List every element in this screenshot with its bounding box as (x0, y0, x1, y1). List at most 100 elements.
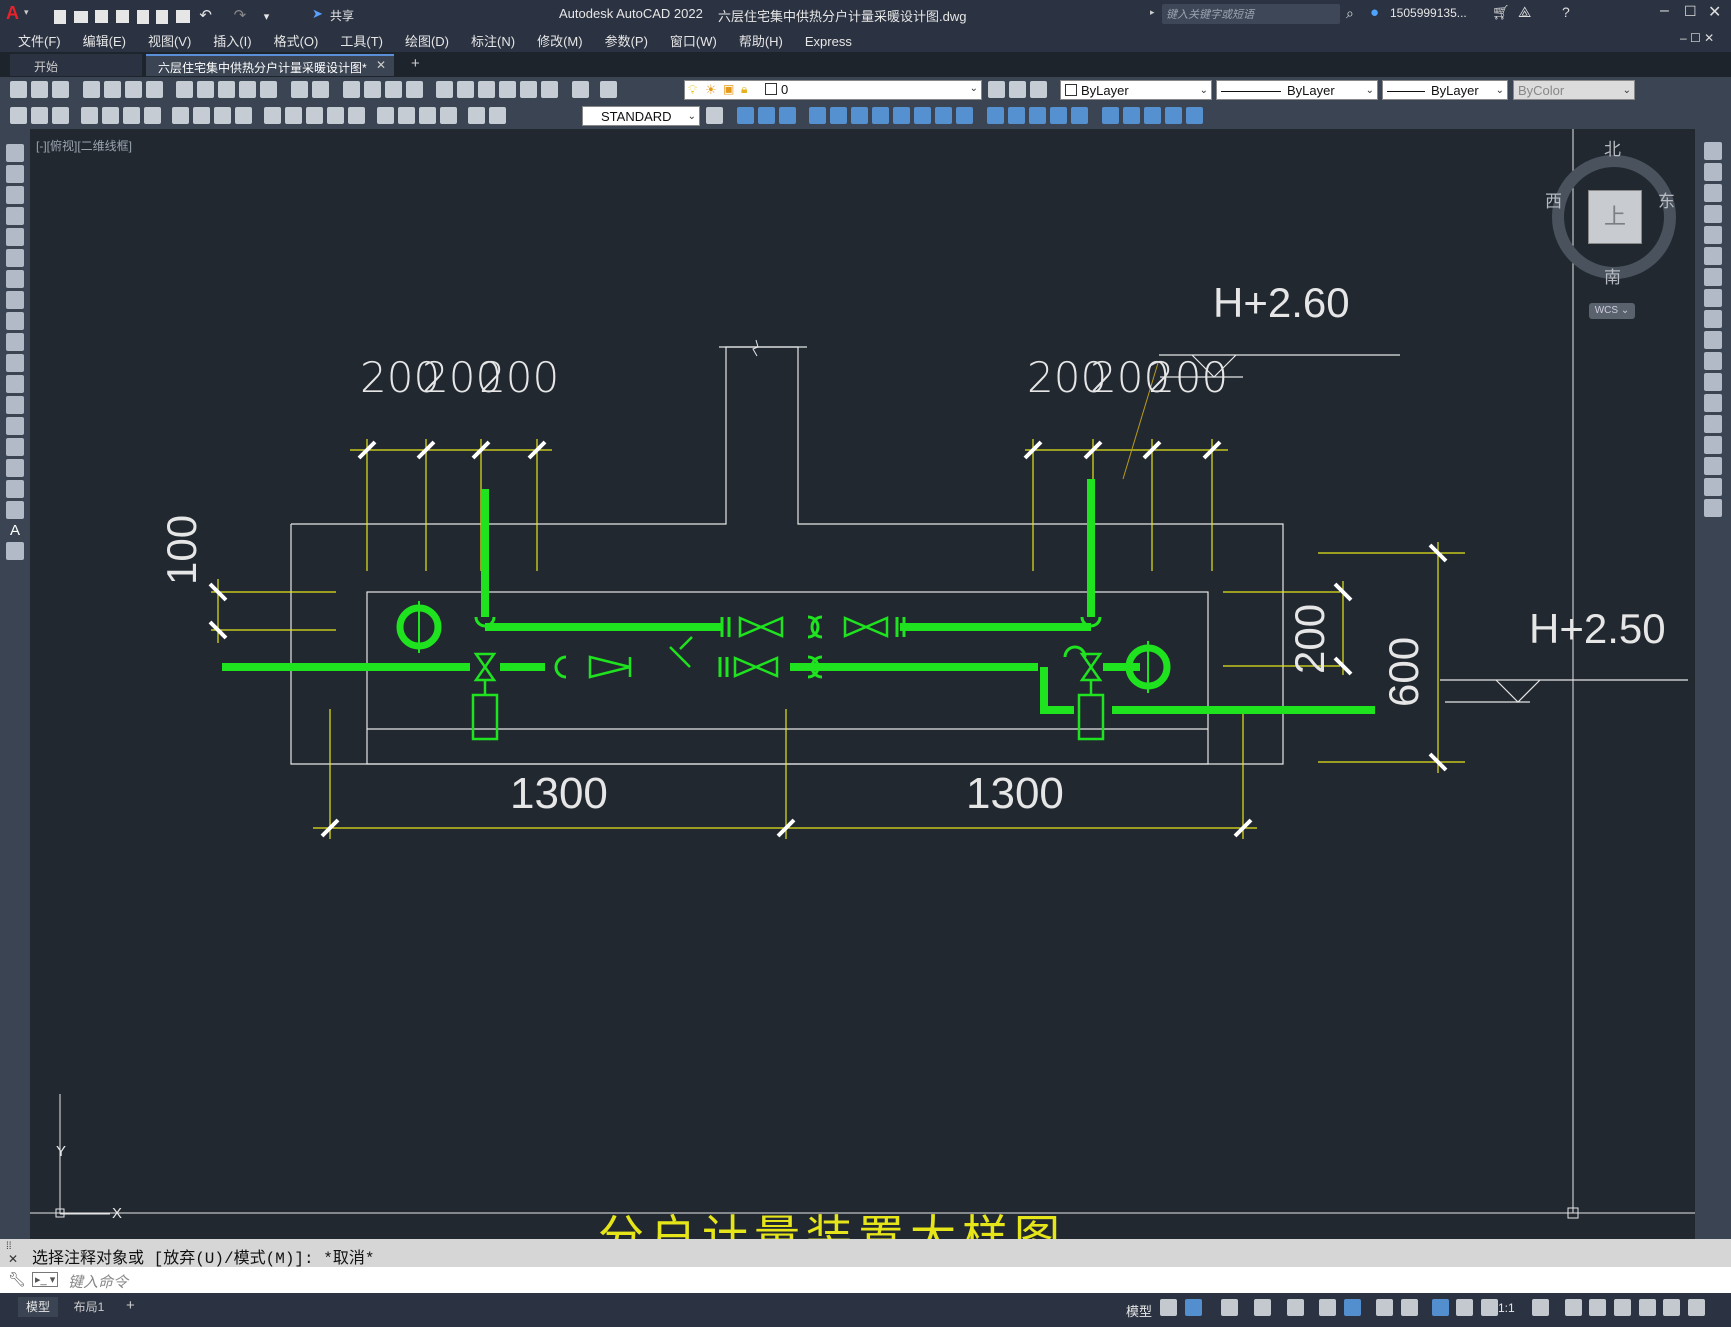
add-layout-button[interactable]: + (126, 1297, 135, 1314)
break-point-icon[interactable] (1704, 373, 1722, 391)
layer-lock-icon[interactable]: 🔒︎ (741, 82, 748, 96)
lineweight-dropdown-arrow-icon[interactable]: ⌄ (1495, 85, 1504, 96)
ortho-icon[interactable] (1221, 1299, 1239, 1317)
dimstyle-dropdown[interactable]: STANDARD⌄ (582, 106, 700, 126)
viewcube-north[interactable]: 北 (1604, 140, 1621, 159)
customize-icon[interactable]: ▾ (263, 11, 270, 23)
markup-icon[interactable] (520, 81, 538, 99)
publish-icon[interactable] (124, 81, 142, 99)
rotate-icon[interactable] (893, 107, 911, 125)
menu-item[interactable]: 窗口(W) (669, 34, 717, 49)
dimstyle-dropdown-arrow-icon[interactable]: ⌄ (687, 111, 696, 122)
hatch-icon[interactable] (6, 438, 24, 456)
spline-icon[interactable] (6, 312, 24, 330)
zoom-realtime-icon[interactable] (363, 81, 381, 99)
plotstyle-dropdown-arrow-icon[interactable]: ⌄ (1622, 85, 1631, 96)
trim-tool-icon[interactable] (1704, 331, 1722, 349)
viewcube-south[interactable]: 南 (1604, 268, 1621, 287)
menu-item[interactable]: Express (804, 34, 852, 49)
menu-item[interactable]: 编辑(E) (82, 34, 126, 49)
zoom-previous-icon[interactable] (405, 81, 423, 99)
region-icon[interactable] (6, 480, 24, 498)
scale-tool-icon[interactable] (1704, 289, 1722, 307)
polygon-icon[interactable] (6, 207, 24, 225)
save-as-icon[interactable] (115, 10, 129, 24)
command-close-icon[interactable]: ✕ (8, 1252, 19, 1266)
new-tab-button[interactable]: + (411, 55, 420, 72)
match-prop-icon[interactable] (239, 81, 257, 99)
dim-break-icon[interactable] (347, 107, 365, 125)
search-icon[interactable]: ⌕ (1346, 5, 1354, 21)
add-selected-icon[interactable] (6, 542, 24, 560)
save-web-icon[interactable] (156, 9, 169, 24)
offset-icon[interactable] (956, 107, 974, 125)
menu-item[interactable]: 视图(V) (147, 34, 192, 49)
dim-angular-icon[interactable] (235, 107, 253, 125)
layer-dropdown-arrow-icon[interactable]: ⌄ (969, 83, 978, 94)
polar-icon[interactable] (1253, 1299, 1271, 1317)
plot-icon[interactable] (175, 10, 190, 24)
tool-palettes-icon[interactable] (478, 81, 496, 99)
plotstyle-dropdown[interactable]: ByColor⌄ (1513, 80, 1635, 100)
dim-edit-icon[interactable] (468, 107, 486, 125)
copy-obj-icon[interactable] (830, 107, 848, 125)
save-file-icon[interactable] (52, 81, 69, 99)
dim-diameter-icon[interactable] (214, 107, 232, 125)
xref-icon[interactable] (1122, 107, 1140, 125)
drawing-canvas[interactable]: [-][俯视][二维线框] (30, 129, 1695, 1239)
color-dropdown-arrow-icon[interactable]: ⌄ (1199, 85, 1208, 96)
menu-item[interactable]: 绘图(D) (404, 34, 450, 49)
rectangle-icon[interactable] (6, 228, 24, 246)
explode-tool-icon[interactable] (1704, 499, 1722, 517)
annotation-scale-icon[interactable] (1480, 1299, 1498, 1317)
menu-item[interactable]: 标注(N) (471, 34, 516, 49)
array-tool-icon[interactable] (1704, 226, 1722, 244)
annotation-monitor-icon[interactable] (1564, 1299, 1582, 1317)
sheet-set-icon[interactable] (499, 81, 517, 99)
redo-tb-icon[interactable] (311, 81, 329, 99)
bring-above-icon[interactable] (778, 107, 796, 125)
revcloud-icon[interactable] (6, 291, 24, 309)
open-file-icon[interactable] (31, 81, 48, 99)
undo-tb-icon[interactable] (290, 81, 308, 99)
viewport-controls[interactable]: [-][俯视][二维线框] (36, 139, 133, 153)
layer-on-icon[interactable]: 💡︎ (688, 82, 698, 97)
tab-start[interactable]: 开始 (10, 54, 142, 76)
blend-tool-icon[interactable] (1704, 478, 1722, 496)
doc-window-controls[interactable]: – ☐ ✕ (1680, 31, 1715, 45)
mirror-tool-icon[interactable] (1704, 184, 1722, 202)
dim-aligned-icon[interactable] (101, 107, 119, 125)
inspection-icon[interactable] (418, 107, 436, 125)
user-icon[interactable]: ● (1370, 4, 1380, 21)
stretch-icon[interactable] (872, 107, 890, 125)
layer-tool-c-icon[interactable] (52, 107, 69, 125)
send-back-icon[interactable] (757, 107, 775, 125)
isodraft-icon[interactable] (1286, 1299, 1304, 1317)
scale-icon[interactable] (851, 107, 869, 125)
autocad-logo[interactable]: A (6, 3, 19, 23)
layer-viewport-icon[interactable]: ▣ (723, 82, 735, 96)
help-tb-icon[interactable] (571, 81, 589, 99)
user-name[interactable]: 1505999135... (1390, 6, 1467, 20)
clean-screen-icon[interactable] (1663, 1299, 1681, 1317)
command-input[interactable]: 键入命令 (68, 1274, 129, 1291)
extend-tool-icon[interactable] (1704, 352, 1722, 370)
pan-icon[interactable] (342, 81, 360, 99)
transparency-icon[interactable] (1401, 1299, 1418, 1317)
stretch-tool-icon[interactable] (1704, 310, 1722, 328)
qnew-icon[interactable] (10, 81, 27, 99)
tab-document[interactable]: 六层住宅集中供热分户计量采暖设计图* ✕ (146, 54, 394, 76)
paste-icon[interactable] (218, 81, 236, 99)
menu-item[interactable]: 参数(P) (604, 34, 648, 49)
make-current-icon[interactable] (988, 81, 1005, 99)
copy-icon[interactable] (197, 81, 215, 99)
customization-icon[interactable] (1687, 1299, 1705, 1317)
quick-properties-icon[interactable] (1613, 1299, 1631, 1317)
auto-scale-icon[interactable] (1456, 1299, 1474, 1317)
linetype-dropdown[interactable]: ByLayer⌄ (1216, 80, 1378, 100)
dim-continue-icon[interactable] (305, 107, 323, 125)
layer-previous-icon[interactable] (1009, 81, 1026, 99)
dim-space-icon[interactable] (326, 107, 344, 125)
menu-item[interactable]: 帮助(H) (738, 34, 783, 49)
layer-freeze-icon[interactable]: ☀ (705, 82, 717, 97)
